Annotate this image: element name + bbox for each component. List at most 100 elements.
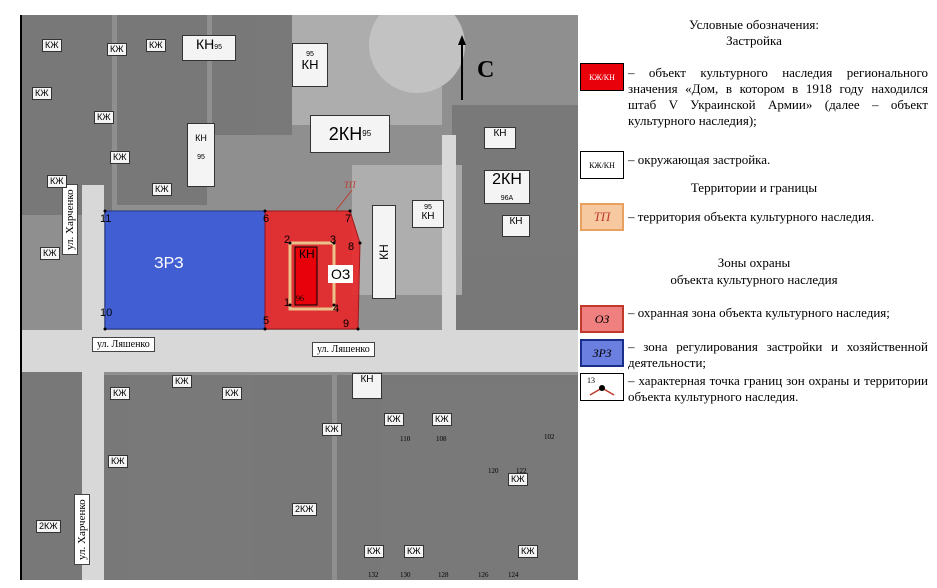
building-kn-south-label: КН (360, 374, 374, 385)
house-kzh: КЖ (152, 183, 172, 196)
house-kzh-label: КЖ (511, 474, 525, 484)
house-kzh-label: КЖ (521, 546, 535, 556)
building-2kn-95-label: 2КН (328, 124, 363, 144)
house-kzh: КЖ (518, 545, 538, 558)
house-kzh-label: КЖ (111, 456, 125, 466)
street-kharchenko-lower: ул. Харченко (74, 494, 90, 565)
building-kn-95-north-number: 95 (306, 51, 314, 58)
legend: Условные обозначения: Застройка КЖ/КН – … (578, 15, 930, 575)
building-kn-95-right-label: КН (421, 211, 435, 222)
address-number: 120 (488, 467, 499, 475)
house-kzh: КЖ (47, 175, 67, 188)
legend-zrz-swatch-text: ЗРЗ (592, 345, 612, 360)
house-kzh: КЖ (508, 473, 528, 486)
heritage-building-label: КН (299, 247, 315, 261)
point-11: 11 (100, 213, 112, 225)
legend-title-line2: Застройка (726, 33, 782, 48)
legend-tp-swatch-text: ТП (593, 209, 611, 224)
point-10: 10 (100, 307, 113, 319)
point-3: 3 (330, 234, 337, 246)
house-kzh: КЖ (110, 387, 130, 400)
house-kzh-label: КЖ (149, 40, 163, 50)
house-kzh: КЖ (364, 545, 384, 558)
legend-oz-desc: – охранная зона объекта культурного насл… (628, 305, 890, 320)
legend-tp-desc: – территория объекта культурного наследи… (628, 209, 875, 224)
house-kzh: КЖ (404, 545, 424, 558)
tp-pointer-label: ТП (344, 180, 356, 190)
legend-point-swatch-text: 13 (587, 376, 595, 385)
house-kzh: КЖ (146, 39, 166, 52)
building-kn-vertical: КН (372, 205, 396, 299)
legend-zones-heading-line2: объекта культурного наследия (670, 272, 838, 287)
building-kn-95-top-label: КН (195, 36, 215, 52)
house-kzh-label: КЖ (407, 546, 421, 556)
house-kzh: КЖ (107, 43, 127, 56)
building-kn-east-label: КН (509, 216, 523, 227)
legend-heritage-swatch-text: КЖ/КН (589, 72, 615, 82)
legend-zrz-swatch: ЗРЗ (580, 339, 624, 367)
house-kzh-label: КЖ (50, 176, 64, 186)
point-2: 2 (284, 234, 291, 246)
building-kn-95-mid-label: КН (195, 133, 207, 143)
house-kzh-label: КЖ (113, 388, 127, 398)
address-number: 132 (368, 571, 379, 579)
house-kzh-label: КЖ (110, 44, 124, 54)
house-kzh-label: КЖ (367, 546, 381, 556)
house-kzh: КЖ (384, 413, 404, 426)
house-kzh-label: КЖ (35, 88, 49, 98)
building-kn-95-right-number: 95 (424, 204, 432, 211)
legend-heritage-desc: – объект культурного наследия региональн… (628, 65, 928, 128)
house-kzh: КЖ (222, 387, 242, 400)
house-kzh: КЖ (40, 247, 60, 260)
legend-oz-swatch: ОЗ (580, 305, 624, 333)
house-kzh-label: КЖ (175, 376, 189, 386)
house-kzh: КЖ (322, 423, 342, 436)
zrz-zone (104, 210, 266, 330)
house-kzh: КЖ (108, 455, 128, 468)
house-kzh: КЖ (172, 375, 192, 388)
house-kzh: КЖ (110, 151, 130, 164)
house-kzh-label: КЖ (113, 152, 127, 162)
house-kzh-label: КЖ (325, 424, 339, 434)
point-5: 5 (263, 315, 270, 327)
house-kzh: КЖ (32, 87, 52, 100)
address-number: 130 (400, 571, 411, 579)
building-kn-95-top: КН95 (182, 35, 236, 61)
house-2kzh-label: 2КЖ (295, 504, 314, 514)
address-number: 128 (438, 571, 449, 579)
address-number: 122 (516, 467, 527, 475)
house-kzh: КЖ (42, 39, 62, 52)
house-kzh-label: КЖ (225, 388, 239, 398)
legend-point-swatch: 13 (580, 373, 624, 401)
oz-zone-label: ОЗ (328, 265, 354, 283)
heritage-building-number: 96 (296, 294, 304, 303)
house-kzh-label: КЖ (435, 414, 449, 424)
address-number: 124 (508, 571, 519, 579)
building-kn-95-north-label: КН (301, 57, 319, 72)
characteristic-point-icon (589, 385, 615, 396)
house-kzh: КЖ (94, 111, 114, 124)
address-number: 110 (400, 435, 411, 443)
legend-surrounding-swatch-text: КЖ/КН (589, 160, 615, 170)
street-lyashenko-right: ул. Ляшенко (312, 342, 375, 357)
building-kn-northeast: КН (484, 127, 516, 149)
street-kharchenko-upper: ул. Харченко (62, 184, 78, 255)
building-kn-vertical-label: КН (377, 244, 391, 260)
legend-surrounding-swatch: КЖ/КН (580, 151, 624, 179)
legend-surrounding-desc: – окружающая застройка. (628, 152, 771, 167)
building-2kn-95-number: 95 (362, 129, 372, 138)
legend-oz-swatch-text: ОЗ (594, 311, 610, 326)
legend-zrz-desc: – зона регулирования застройки и хозяйст… (628, 339, 928, 370)
building-kn-95-mid-number: 95 (197, 154, 205, 161)
site-plan-map: С ул. Харченко ул. Харченко ул. Ляшенко … (20, 15, 578, 580)
legend-territories-heading: Территории и границы (690, 180, 818, 195)
address-number: 108 (436, 435, 447, 443)
house-kzh-label: КЖ (43, 248, 57, 258)
zrz-zone-label: ЗРЗ (154, 255, 184, 272)
legend-title-line1: Условные обозначения: (688, 17, 820, 32)
point-9: 9 (343, 318, 350, 330)
legend-point-desc: – характерная точка границ зон охраны и … (628, 373, 928, 404)
house-kzh-label: КЖ (155, 184, 169, 194)
